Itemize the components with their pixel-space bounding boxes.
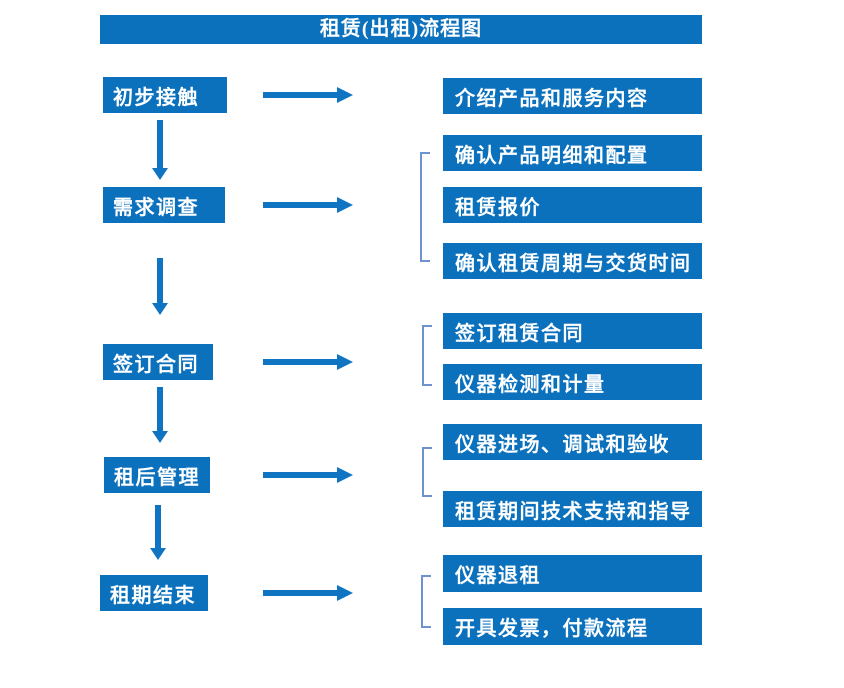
page-title: 租赁(出租)流程图	[319, 18, 483, 40]
down-arrow-1	[152, 120, 168, 180]
item-label: 仪器进场、调试和验收	[455, 433, 670, 456]
item-confirm-product-details: 确认产品明细和配置	[443, 135, 702, 171]
step-label: 初步接触	[113, 86, 199, 109]
right-arrow-1	[263, 87, 353, 103]
step-label: 租后管理	[114, 466, 200, 489]
item-label: 开具发票，付款流程	[455, 618, 649, 640]
item-invoice-payment-process: 开具发票，付款流程	[443, 608, 702, 645]
item-rental-quote: 租赁报价	[443, 187, 702, 223]
item-label: 租赁报价	[455, 196, 541, 219]
item-instrument-testing-metrology: 仪器检测和计量	[443, 364, 702, 400]
step-label: 签订合同	[113, 353, 199, 376]
step-post-rental-management: 租后管理	[104, 457, 210, 493]
item-label: 确认租赁周期与交货时间	[455, 252, 692, 275]
item-tech-support-guidance: 租赁期间技术支持和指导	[443, 491, 702, 527]
group-bracket-lease-end	[421, 575, 431, 628]
item-label: 仪器退租	[455, 565, 541, 587]
item-introduce-products-services: 介绍产品和服务内容	[443, 78, 702, 114]
item-instrument-entry-acceptance: 仪器进场、调试和验收	[443, 424, 702, 460]
item-instrument-return: 仪器退租	[443, 555, 702, 592]
down-arrow-3	[152, 387, 168, 443]
right-arrow-4	[263, 467, 353, 483]
group-bracket-demand-survey	[420, 152, 430, 262]
down-arrow-4	[150, 505, 166, 560]
right-arrow-2	[263, 197, 353, 213]
item-sign-rental-contract: 签订租赁合同	[443, 313, 702, 349]
item-label: 仪器检测和计量	[455, 373, 606, 396]
group-bracket-post-rental	[422, 447, 432, 497]
down-arrow-2	[152, 258, 168, 315]
item-label: 确认产品明细和配置	[455, 144, 649, 167]
step-sign-contract: 签订合同	[103, 344, 213, 380]
step-label: 需求调查	[113, 196, 199, 219]
step-lease-end: 租期结束	[100, 575, 208, 611]
step-initial-contact: 初步接触	[103, 77, 227, 113]
right-arrow-5	[263, 585, 353, 601]
item-confirm-period-delivery: 确认租赁周期与交货时间	[443, 243, 702, 279]
item-label: 签订租赁合同	[455, 322, 584, 345]
step-label: 租期结束	[110, 584, 196, 607]
step-demand-survey: 需求调查	[103, 187, 225, 223]
right-arrow-3	[263, 354, 353, 370]
item-label: 介绍产品和服务内容	[455, 87, 649, 110]
group-bracket-sign-contract	[422, 325, 432, 386]
title-bar: 租赁(出租)流程图	[100, 15, 702, 44]
item-label: 租赁期间技术支持和指导	[455, 500, 692, 523]
